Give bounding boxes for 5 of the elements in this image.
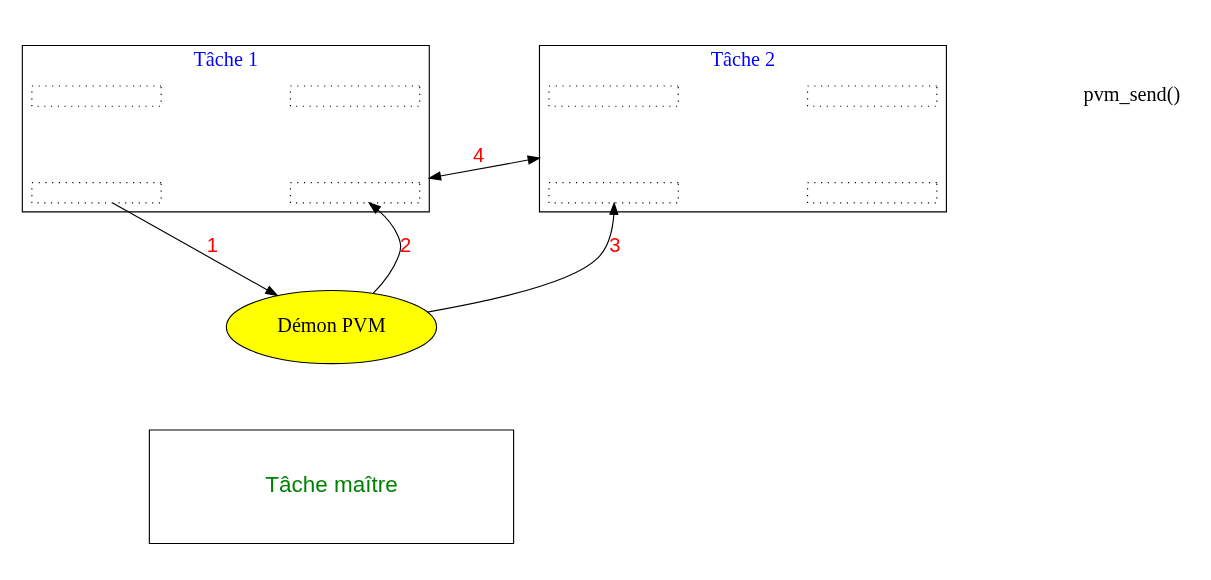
edge-label: 2	[400, 233, 412, 256]
edge-label: 3	[609, 233, 621, 256]
edge-label: 1	[206, 233, 218, 256]
label: pvm_send()	[1083, 83, 1181, 106]
edge-label: 4	[473, 143, 485, 166]
